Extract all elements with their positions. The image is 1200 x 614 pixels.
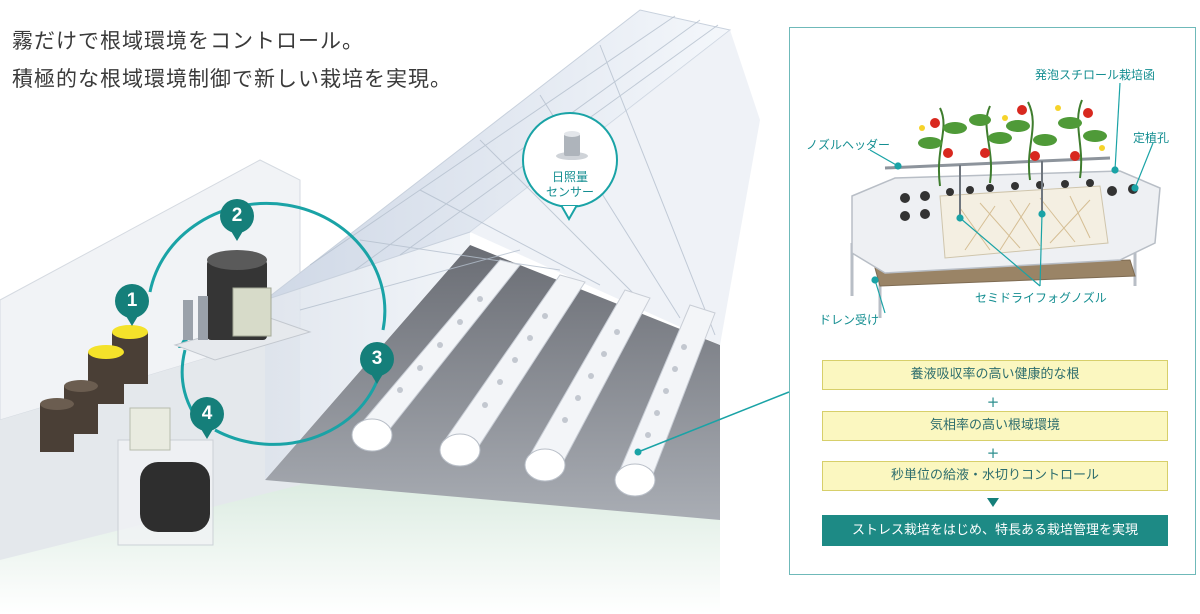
step-badge-2: 2 (220, 199, 254, 241)
feature-second-control: 秒単位の給液・水切りコントロール (822, 461, 1168, 491)
drain-recovery-unit (117, 407, 214, 546)
sunlight-sensor-callout: 日照量 センサー (522, 112, 618, 208)
callout-fog-nozzle: セミドライフォグノズル (975, 291, 1107, 305)
down-arrow-icon (987, 498, 999, 507)
growing-rows (351, 259, 716, 497)
light-sensor-icon (556, 131, 588, 160)
headline-line-1: 霧だけで根域環境をコントロール。 (12, 29, 364, 53)
greenhouse-illustration (0, 9, 760, 614)
headline-line-2: 積極的な根域環境制御で新しい栽培を実現。 (12, 67, 452, 91)
stock-tanks (40, 325, 148, 452)
cultivation-box-illustration (850, 82, 1161, 318)
tomato-plants (918, 99, 1107, 187)
feature-air-ratio: 気相率の高い根域環境 (822, 411, 1168, 441)
sensor-pointer (561, 205, 579, 222)
sensor-label-line-2: センサー (545, 185, 594, 199)
step-badge-4: 4 (190, 397, 224, 439)
detail-leader-line (634, 391, 790, 456)
cycle-loop (148, 201, 387, 331)
pump-units (183, 296, 208, 340)
cultivation-detail-panel: 発泡スチロール栽培函 ノズルヘッダー 定植孔 セミドライフォグノズル ドレン受け… (789, 27, 1196, 575)
control-panel (232, 287, 272, 337)
plus-sign-1: + (986, 393, 1000, 411)
result-banner: ストレス栽培をはじめ、特長ある栽培管理を実現 (822, 515, 1168, 546)
step-badge-1: 1 (115, 284, 149, 326)
sensor-label-line-1: 日照量 (551, 170, 588, 184)
sensor-label: 日照量 センサー (524, 170, 616, 200)
callout-nozzle-header: ノズルヘッダー (806, 138, 891, 152)
plus-sign-2: + (986, 444, 1000, 462)
headline: 霧だけで根域環境をコントロール。 積極的な根域環境制御で新しい栽培を実現。 (12, 22, 532, 98)
callout-drain-tray: ドレン受け (819, 313, 880, 327)
callout-planting-hole: 定植孔 (1133, 131, 1170, 145)
feature-healthy-roots: 養液吸収率の高い健康的な根 (822, 360, 1168, 390)
callout-foam-box: 発泡スチロール栽培函 (1035, 68, 1156, 82)
step-badge-3: 3 (360, 342, 394, 384)
